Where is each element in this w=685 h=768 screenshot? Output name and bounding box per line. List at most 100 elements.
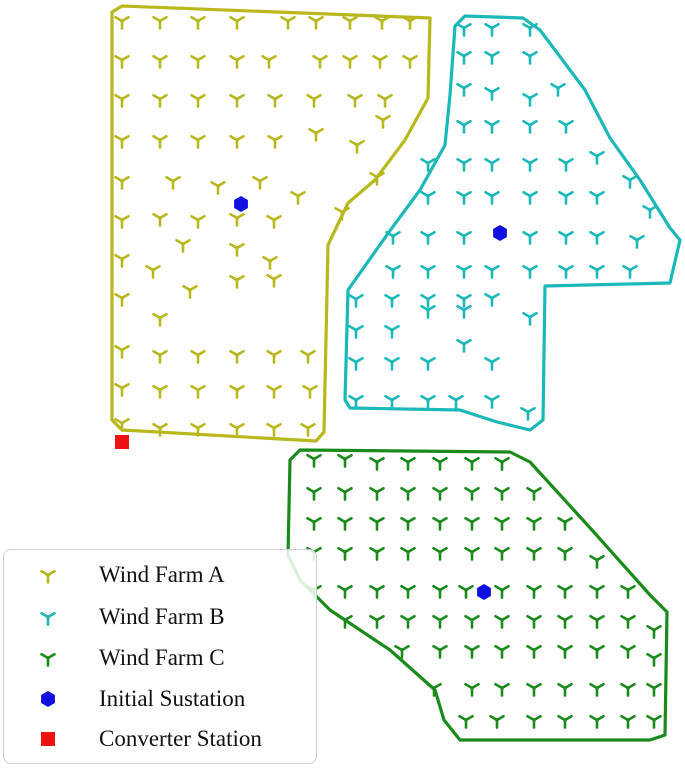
turbine-point [348,293,364,308]
turbine-point [432,644,448,659]
turbine-point [494,456,510,471]
turbine-point [40,611,56,626]
turbine-point [494,584,510,599]
turbine-point [458,584,474,599]
turbine-point [526,516,542,531]
turbine-point [620,584,636,599]
turbine-point [589,230,605,245]
turbine-point [347,93,363,108]
turbine-point [337,453,353,468]
boundary-b [343,14,682,432]
substation-point [477,584,491,600]
turbine-point [267,134,283,149]
legend-marker-turbine [40,569,56,584]
turbine-point [522,230,538,245]
turbine-point [557,682,573,697]
turbine-point [152,422,168,437]
turbine-point [290,190,306,205]
turbine-point [456,230,472,245]
turbine-point [522,264,538,279]
turbine-point [190,384,206,399]
turbine-point [589,150,605,165]
turbine-point [589,682,605,697]
legend: Wind Farm A Wind Farm B Wind Farm C Init… [3,549,317,764]
turbine-point [432,584,448,599]
turbine-point [589,614,605,629]
turbine-point [266,349,282,364]
turbine-point [558,157,574,172]
turbine-point [432,516,448,531]
turbine-point [464,516,480,531]
turbine-point [494,486,510,501]
turbine-point [114,344,130,359]
turbine-point [558,230,574,245]
converter-station-point [41,732,55,746]
turbine-point [229,134,245,149]
turbine-point [152,93,168,108]
turbine-point [526,714,542,729]
turbine-point [300,349,316,364]
turbine-point [526,682,542,697]
turbine-point [348,394,364,409]
turbine-point [558,264,574,279]
turbine-point [522,92,538,107]
turbine-point [484,190,500,205]
turbine-point [348,324,364,339]
turbine-point [334,206,350,221]
turbine-point [620,714,636,729]
turbine-point [522,311,538,326]
turbine-point [114,292,130,307]
turbine-point [464,486,480,501]
turbine-point [464,614,480,629]
turbine-point [152,212,168,227]
turbine-point [114,93,130,108]
turbine-point [522,190,538,205]
turbine-point [522,50,538,65]
turbine-point [489,714,505,729]
legend-item-initial-substation: Initial Sustation [4,683,316,715]
turbine-point [420,356,436,371]
turbine-point [400,584,416,599]
turbine-point [229,54,245,69]
legend-label: Wind Farm C [99,645,225,670]
legend-label: Converter Station [99,726,262,751]
turbine-point [646,682,662,697]
turbine-point [456,293,472,308]
turbine-point [190,214,206,229]
turbine-point [484,119,500,134]
turbine-point [369,456,385,471]
turbine-point [152,15,168,30]
turbine-point [152,384,168,399]
turbine-point [589,714,605,729]
turbine-point [229,15,245,30]
turbine-point [558,190,574,205]
turbine-point [114,382,130,397]
turbine-point [520,406,536,421]
turbine-point [494,516,510,531]
turbine-point [229,384,245,399]
turbine-point [337,546,353,561]
turbine-point [522,119,538,134]
legend-label: Wind Farm A [99,562,225,587]
turbine-point [369,171,385,186]
turbine-point [40,652,56,667]
turbine-point [557,584,573,599]
turbine-point [642,204,658,219]
substation-point [41,691,55,707]
turbine-point [646,652,662,667]
turbine-point [312,54,328,69]
turbine-point [267,93,283,108]
turbine-point [432,486,448,501]
turbine-point [526,486,542,501]
turbine-point [464,456,480,471]
turbine-point [484,86,500,101]
turbine-point [526,614,542,629]
turbine-point [229,93,245,108]
substation-point [234,196,248,212]
turbine-point [402,54,418,69]
legend-marker-square [41,732,55,746]
turbine-point [420,190,436,205]
legend-item-wind-farm-b: Wind Farm B [4,601,316,633]
turbine-point [369,486,385,501]
turbine-point [484,50,500,65]
